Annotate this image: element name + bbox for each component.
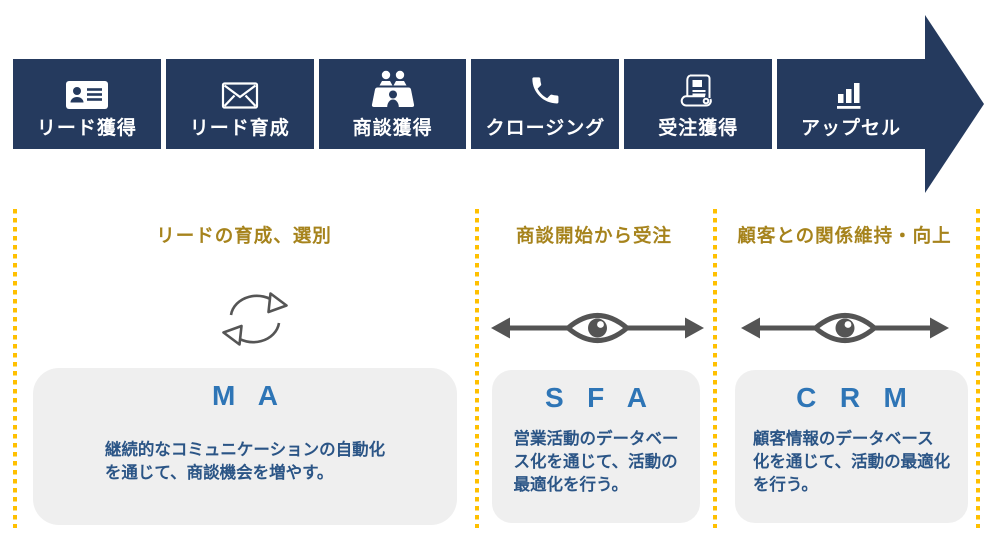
- funnel-banner: リード獲得 リード育成: [13, 59, 925, 149]
- eye-span-icon: [740, 302, 950, 359]
- contact-card-icon: [65, 68, 109, 110]
- funnel-stage-closing: クロージング: [471, 59, 620, 149]
- tool-name-sfa: S F A: [545, 382, 655, 413]
- bar-chart-icon: [834, 68, 868, 110]
- funnel-stage-meeting-acquisition: 商談獲得: [318, 59, 467, 149]
- funnel-stage-label: リード育成: [189, 118, 290, 139]
- tool-name-ma: M A: [212, 380, 286, 411]
- section-title-crm: 顧客との関係維持・向上: [737, 225, 952, 246]
- tool-description-crm: 顧客情報のデータベース 化を通じて、活動の最適化 を行う。: [752, 430, 951, 494]
- funnel-stage-lead-acquisition: リード獲得: [13, 59, 161, 149]
- dotted-divider: [13, 209, 17, 528]
- funnel-arrowhead: [925, 15, 984, 193]
- section-title-ma: リードの育成、選別: [156, 225, 332, 246]
- funnel-stage-lead-nurturing: リード育成: [165, 59, 314, 149]
- section-title-sfa: 商談開始から受注: [515, 225, 672, 246]
- tool-description-ma: 継続的なコミュニケーションの自動化 を通じて、商談機会を増やす。: [104, 441, 386, 482]
- dotted-divider: [475, 209, 479, 528]
- funnel-stage-label: 受注獲得: [658, 118, 739, 139]
- dotted-divider: [976, 209, 980, 528]
- scroll-icon: [678, 68, 718, 110]
- tool-name-crm: C R M: [796, 382, 915, 413]
- card-crm: C R M 顧客情報のデータベース 化を通じて、活動の最適化 を行う。: [735, 370, 968, 523]
- funnel-stage-order-acquisition: 受注獲得: [624, 59, 773, 149]
- card-ma: M A 継続的なコミュニケーションの自動化 を通じて、商談機会を増やす。: [33, 368, 457, 525]
- phone-icon: [525, 68, 565, 110]
- meeting-handshake-icon: [370, 68, 416, 110]
- cycle-arrows-icon: [207, 284, 303, 359]
- funnel-stage-label: クロージング: [485, 118, 606, 139]
- eye-span-icon: [490, 302, 705, 359]
- funnel-stage-label: 商談獲得: [352, 118, 433, 139]
- funnel-stage-label: リード獲得: [36, 118, 137, 139]
- funnel-stage-label: アップセル: [801, 118, 902, 139]
- funnel-stage-upsell: アップセル: [777, 59, 925, 149]
- card-sfa: S F A 営業活動のデータベー ス化を通じて、活動の 最適化を行う。: [492, 370, 700, 523]
- tool-description-sfa: 営業活動のデータベー ス化を通じて、活動の 最適化を行う。: [513, 430, 679, 494]
- envelope-icon: [221, 68, 259, 110]
- dotted-divider: [713, 209, 717, 528]
